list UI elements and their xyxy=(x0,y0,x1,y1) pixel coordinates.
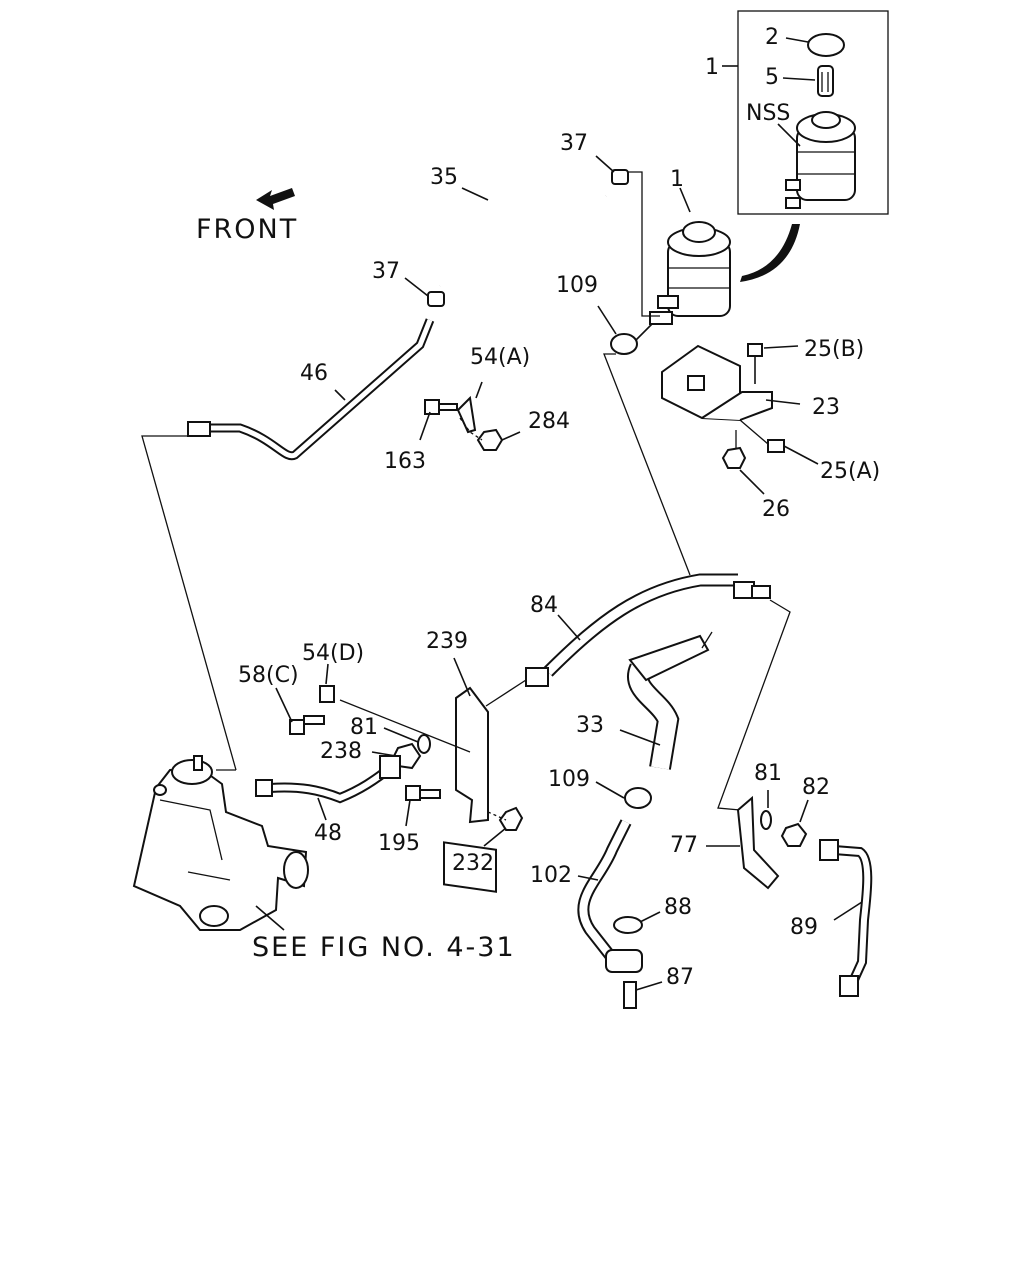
label-77: 77 xyxy=(670,833,698,858)
label-102: 102 xyxy=(530,863,572,888)
reservoir-cap-icon xyxy=(807,33,845,57)
label-84: 84 xyxy=(530,593,558,618)
bracket-23-icon xyxy=(661,344,773,422)
label-87: 87 xyxy=(666,965,694,990)
label-284: 284 xyxy=(528,409,570,434)
label-nss: NSS xyxy=(746,101,790,126)
label-26: 26 xyxy=(762,497,790,522)
clip-54a-icon xyxy=(456,395,477,434)
front-label: FRONT xyxy=(196,214,298,245)
clip-81a-icon xyxy=(417,734,431,754)
label-238: 238 xyxy=(320,739,362,764)
steering-gear-icon xyxy=(132,755,309,931)
clamp-109-low-icon xyxy=(624,787,652,809)
label-81b: 81 xyxy=(754,761,782,786)
label-5: 5 xyxy=(765,65,779,90)
nut-232-icon xyxy=(498,806,524,831)
pipe-33 xyxy=(629,664,678,770)
reservoir-icon xyxy=(649,221,731,325)
label-25b: 25(B) xyxy=(804,337,864,362)
bolt-195-icon xyxy=(405,785,441,801)
label-54a: 54(A) xyxy=(470,345,530,370)
nut-284-icon xyxy=(476,428,504,451)
label-163: 163 xyxy=(384,449,426,474)
label-195: 195 xyxy=(378,831,420,856)
label-48: 48 xyxy=(314,821,342,846)
bolt-25b-icon xyxy=(747,343,763,384)
label-37-left: 37 xyxy=(372,259,400,284)
pipe-48 xyxy=(269,765,392,802)
clamp-37-left-icon xyxy=(427,291,445,307)
label-46: 46 xyxy=(300,361,328,386)
label-1-inset: 1 xyxy=(705,55,719,80)
bolt-163-icon xyxy=(424,399,458,415)
oring-88-icon xyxy=(613,916,643,934)
pipe-89 xyxy=(833,847,871,986)
label-33: 33 xyxy=(576,713,604,738)
label-232: 232 xyxy=(452,851,494,876)
callout-arrow xyxy=(740,224,800,282)
clamp-109-top-icon xyxy=(610,333,638,355)
label-37-top: 37 xyxy=(560,131,588,156)
clip-54d-icon xyxy=(319,685,335,703)
label-109-top: 109 xyxy=(556,273,598,298)
pipe-102 xyxy=(579,820,630,961)
clamp-37-top-icon xyxy=(611,169,629,185)
front-arrow-icon xyxy=(256,188,295,210)
hose-84 xyxy=(544,575,738,676)
label-109-low: 109 xyxy=(548,767,590,792)
pipe-46 xyxy=(205,319,433,459)
bolt-25a-icon xyxy=(739,419,785,453)
reservoir-inset-icon xyxy=(785,111,856,209)
strainer-icon xyxy=(817,65,834,97)
label-88: 88 xyxy=(664,895,692,920)
bolt-58c-icon xyxy=(289,715,325,735)
bracket-77-icon xyxy=(736,795,780,890)
label-239: 239 xyxy=(426,629,468,654)
nut-26-icon xyxy=(721,446,747,469)
inset-box xyxy=(737,10,889,215)
label-2: 2 xyxy=(765,25,779,50)
label-81a: 81 xyxy=(350,715,378,740)
bracket-239-icon xyxy=(443,686,497,893)
label-35: 35 xyxy=(430,165,458,190)
label-23: 23 xyxy=(812,395,840,420)
label-89: 89 xyxy=(790,915,818,940)
label-54d: 54(D) xyxy=(302,641,364,666)
label-1: 1 xyxy=(670,167,684,192)
label-58c: 58(C) xyxy=(238,663,299,688)
nut-82-icon xyxy=(780,822,808,847)
label-25a: 25(A) xyxy=(820,459,880,484)
clip-81b-icon xyxy=(760,810,772,830)
label-82: 82 xyxy=(802,775,830,800)
bolt-87-icon xyxy=(623,981,637,1009)
hose-35 xyxy=(436,181,610,288)
see-fig-note: SEE FIG NO. 4-31 xyxy=(252,932,516,963)
